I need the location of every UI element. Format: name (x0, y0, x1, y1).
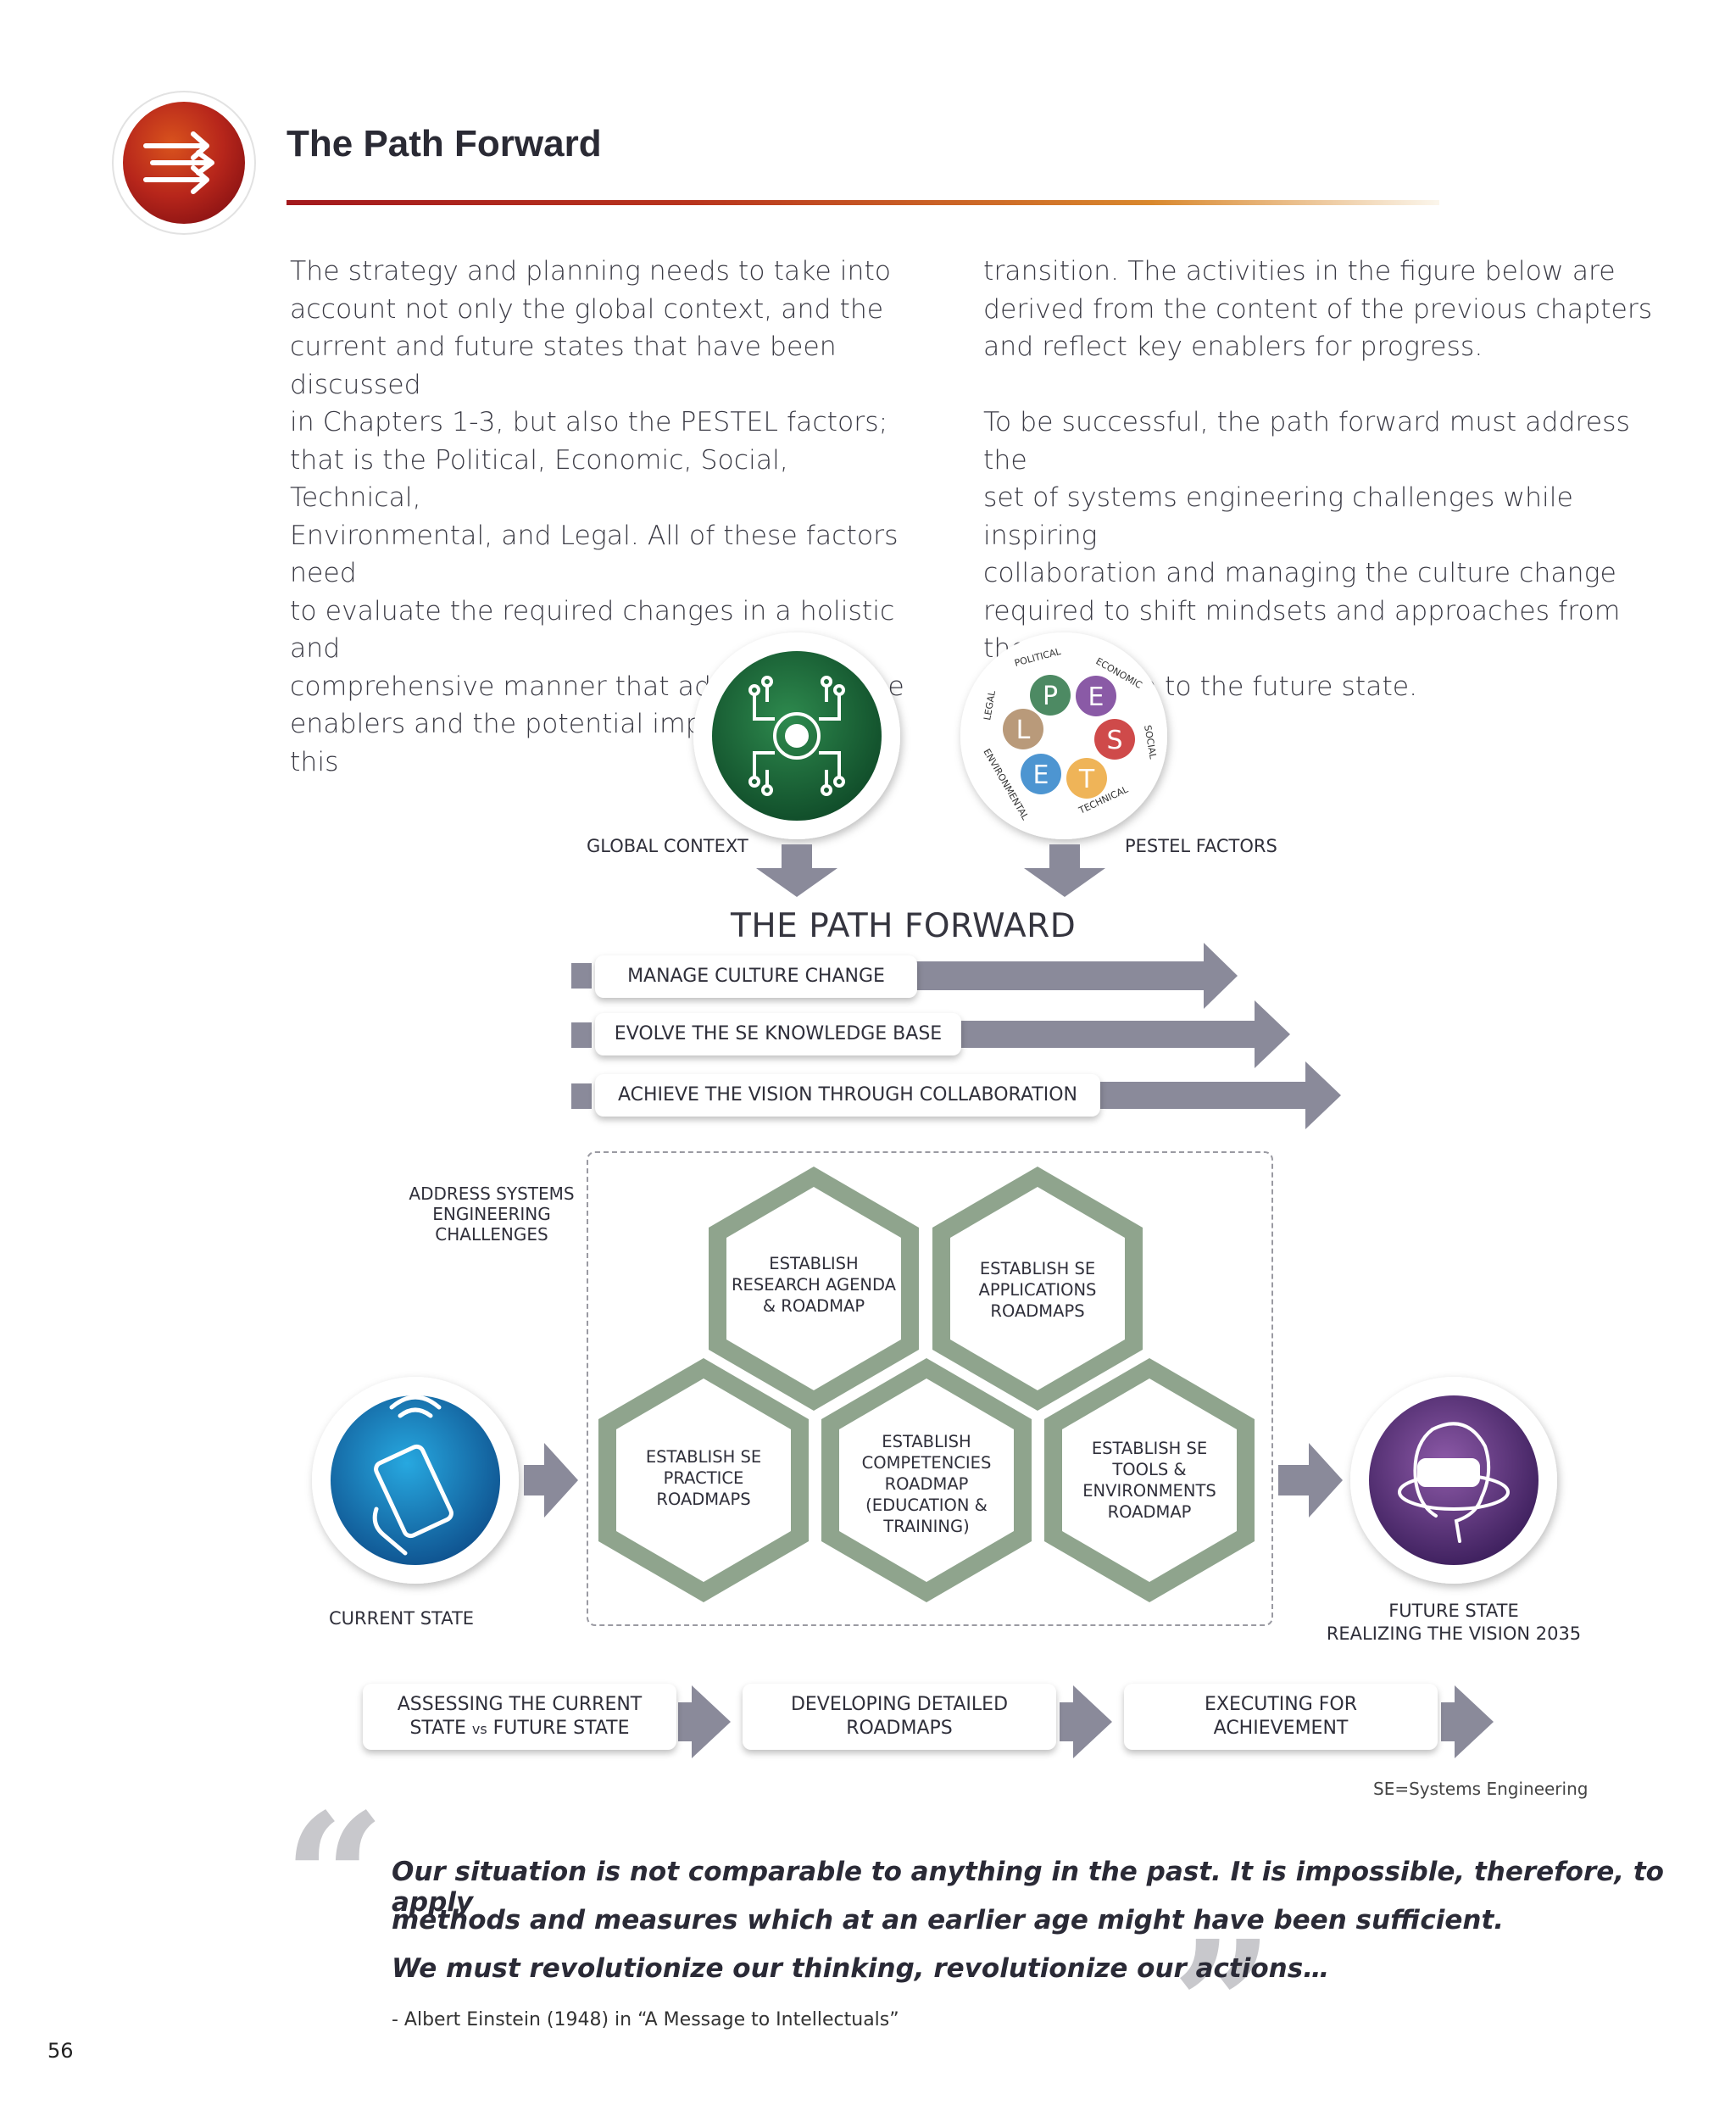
side-arrows (524, 1443, 1343, 1518)
hexagon-tools (1044, 1358, 1255, 1602)
arrow-collaboration (1093, 1061, 1341, 1129)
pestel-letter-p: P (1043, 682, 1058, 711)
intro-paragraph-right: transition. The activities in the figure… (983, 256, 1653, 702)
title-divider (287, 200, 1439, 205)
step-arrows (678, 1685, 1494, 1758)
global-context-icon (693, 632, 900, 839)
pestel-letter-t: T (1078, 765, 1095, 794)
hex-label-tools: ESTABLISH SE TOOLS & ENVIRONMENTS ROADMA… (1082, 1439, 1216, 1522)
hex-label-applications: ESTABLISH SE APPLICATIONS ROADMAPS (978, 1259, 1097, 1321)
step-arrow-1 (678, 1685, 731, 1758)
hexagon-practice (598, 1358, 809, 1602)
pestel-ring-legal: LEGAL (982, 689, 998, 721)
down-arrows (756, 844, 1105, 897)
arrow-culture (915, 943, 1238, 1009)
global-context-label: GLOBAL CONTEXT (587, 836, 748, 856)
pestel-letter-l: L (1016, 716, 1031, 745)
hexagon-competencies (821, 1358, 1032, 1602)
arrow-knowledge (958, 1000, 1290, 1068)
step-developing-line1: DEVELOPING DETAILED (790, 1694, 1009, 1715)
pill-evolve-knowledge: EVOLVE THE SE KNOWLEDGE BASE (595, 1013, 961, 1055)
step-developing-line2: ROADMAPS (846, 1718, 953, 1739)
quote-line-1: Our situation is not comparable to anyth… (392, 1857, 1664, 1918)
challenges-box (587, 1151, 1273, 1626)
current-state-label: CURRENT STATE (329, 1608, 475, 1629)
step-arrow-3 (1441, 1685, 1494, 1758)
pill-manage-culture: MANAGE CULTURE CHANGE (595, 955, 917, 998)
pestel-letter-e2: E (1033, 760, 1049, 790)
circuit-gear-icon (748, 676, 845, 796)
pestel-factors-label: PESTEL FACTORS (1125, 836, 1277, 856)
step-developing: DEVELOPING DETAILED ROADMAPS (743, 1684, 1056, 1750)
step-assessing-line1: ASSESSING THE CURRENT (397, 1693, 643, 1715)
diagram-title: THE PATH FORWARD (731, 907, 1077, 945)
hexagon-research (709, 1167, 919, 1411)
step-executing-line1: EXECUTING FOR (1204, 1694, 1358, 1715)
step-executing: EXECUTING FOR ACHIEVEMENT (1124, 1684, 1438, 1750)
path-arrows (571, 943, 1341, 1129)
open-quote-icon: “ (283, 1774, 386, 1984)
intro-paragraph-left: The strategy and planning needs to take … (290, 256, 904, 777)
quote-line-3: We must revolutionize our thinking, revo… (392, 1953, 1330, 1984)
future-state-icon (1350, 1377, 1557, 1584)
section-badge (112, 91, 256, 235)
hex-label-practice: ESTABLISH SE PRACTICE ROADMAPS (645, 1447, 762, 1509)
pestel-icon: P E L S E T POLITICAL ECONOMIC SOCIAL TE… (960, 632, 1167, 839)
transfer-arrows-icon (143, 131, 214, 194)
down-arrow-pestel (1024, 844, 1105, 897)
hexagon-grid (598, 1167, 1255, 1602)
pill-achieve-vision: ACHIEVE THE VISION THROUGH COLLABORATION (595, 1074, 1100, 1117)
page-number: 56 (47, 2039, 74, 2063)
step-assessing: ASSESSING THE CURRENT STATE vs FUTURE ST… (363, 1684, 676, 1750)
arrow-challenges-to-future (1278, 1443, 1343, 1518)
hex-label-research: ESTABLISH RESEARCH AGENDA & ROADMAP (732, 1254, 896, 1316)
step-arrow-2 (1060, 1685, 1112, 1758)
arrow-current-to-challenges (524, 1443, 578, 1518)
close-quote-icon: ” (1171, 1902, 1274, 2111)
step-assessing-line2: STATE vs FUTURE STATE (409, 1717, 630, 1739)
step-executing-line2: ACHIEVEMENT (1213, 1718, 1349, 1739)
quote-marks: “ ” (283, 1774, 1274, 2111)
vr-headset-icon (1398, 1422, 1510, 1543)
quote-line-2: methods and measures which at an earlier… (392, 1905, 1505, 1935)
page-title: The Path Forward (287, 123, 602, 164)
pestel-letter-e1: E (1088, 682, 1104, 712)
mobile-phone-icon (372, 1382, 453, 1556)
current-state-icon (312, 1377, 519, 1584)
hex-label-competencies: ESTABLISH COMPETENCIES ROADMAP (EDUCATIO… (861, 1432, 992, 1536)
hexagon-applications (932, 1167, 1143, 1411)
pestel-letter-s: S (1106, 726, 1122, 755)
quote-attribution: - Albert Einstein (1948) in “A Message t… (392, 2009, 899, 2030)
future-state-label: FUTURE STATE REALIZING THE VISION 2035 (1326, 1601, 1582, 1644)
challenges-label: ADDRESS SYSTEMS ENGINEERING CHALLENGES (409, 1184, 575, 1245)
footnote: SE=Systems Engineering (1373, 1779, 1589, 1799)
down-arrow-global (756, 844, 837, 897)
